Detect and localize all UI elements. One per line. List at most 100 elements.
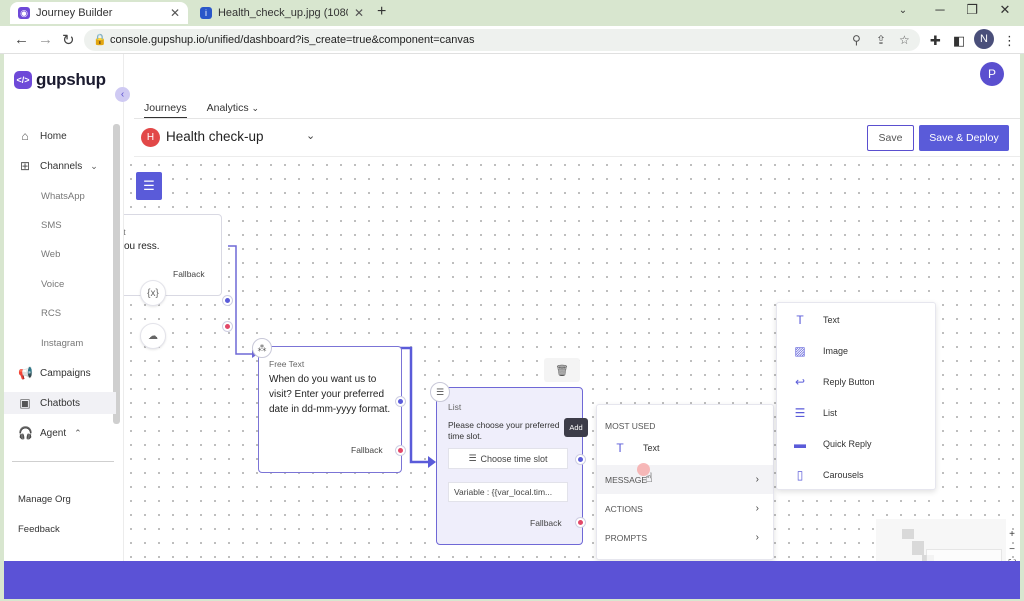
address-bar[interactable]: 🔒 console.gupshup.io/unified/dashboard?i…: [84, 29, 920, 51]
journey-badge: H: [141, 128, 160, 147]
cloud-upload-icon[interactable]: ☁: [140, 323, 166, 349]
choose-time-slot-button[interactable]: ☰ Choose time slot: [448, 448, 568, 469]
sidebar-item-web[interactable]: Web: [41, 249, 61, 260]
chevron-down-icon: ⌄: [90, 160, 98, 171]
sidebar-item-home[interactable]: ⌂ Home: [4, 125, 116, 147]
journey-title[interactable]: Health check-up: [166, 129, 264, 144]
megaphone-icon: 📢: [18, 366, 33, 380]
zoom-icon[interactable]: ⚲: [852, 33, 861, 47]
tab-health-checkup-image[interactable]: i Health_check_up.jpg (1080×1080 ✕: [192, 2, 372, 24]
list-node[interactable]: List Please choose your preferred time s…: [436, 387, 583, 545]
sidebar-item-instagram[interactable]: Instagram: [41, 338, 84, 349]
submenu-item-reply-button[interactable]: ↩Reply Button: [791, 375, 875, 389]
browser-profile-avatar[interactable]: N: [974, 29, 994, 49]
manage-org-link[interactable]: Manage Org: [18, 494, 71, 505]
text-type-icon: T: [616, 441, 624, 455]
connector-1: [228, 245, 252, 355]
share-icon[interactable]: ⇪: [876, 33, 887, 47]
submenu-item-image[interactable]: ▨Image: [791, 344, 848, 358]
tab-analytics[interactable]: Analytics ⌄: [206, 102, 260, 114]
tab-title: Health_check_up.jpg (1080×1080: [217, 7, 348, 19]
variable-icon[interactable]: {x}: [140, 280, 166, 306]
user-avatar[interactable]: P: [980, 62, 1004, 86]
menu-row-message[interactable]: MESSAGE ›: [597, 465, 773, 494]
output-handle[interactable]: [396, 397, 405, 406]
fallback-handle[interactable]: [396, 446, 405, 455]
add-step-menu: MOST USED T Text MESSAGE › ACTIONS › PRO…: [596, 404, 774, 560]
menu-row-prompts[interactable]: PROMPTS ›: [605, 532, 759, 543]
save-deploy-button[interactable]: Save & Deploy: [919, 125, 1009, 151]
restore-icon[interactable]: ❐: [966, 2, 978, 17]
output-handle[interactable]: [223, 296, 232, 305]
collapse-sidebar-button[interactable]: ‹: [115, 87, 130, 102]
bookmark-star-icon[interactable]: ☆: [899, 33, 910, 47]
minimap[interactable]: [876, 519, 1006, 561]
zoom-in-button[interactable]: +: [1009, 529, 1015, 540]
journey-dropdown-icon[interactable]: ⌄: [306, 130, 316, 142]
sidebar-item-rcs[interactable]: RCS: [41, 308, 62, 319]
save-button[interactable]: Save: [867, 125, 914, 151]
headset-icon: 🎧: [18, 426, 33, 440]
sidebar-item-whatsapp[interactable]: WhatsApp: [41, 191, 85, 202]
fit-view-icon[interactable]: ⛶: [1009, 559, 1016, 561]
add-list-icon: ☰: [143, 178, 155, 193]
extensions-icon[interactable]: ✚: [930, 33, 941, 48]
list-icon: ☰: [794, 406, 806, 420]
minimap-node: [902, 529, 914, 539]
submenu-item-carousels[interactable]: ▯Carousels: [791, 468, 864, 482]
tab-strip: ◉ Journey Builder ✕ i Health_check_up.jp…: [0, 0, 1024, 26]
variable-field[interactable]: Variable : {{var_local.tim...: [448, 482, 568, 502]
menu-item-text[interactable]: T Text: [611, 441, 659, 455]
minimize-icon[interactable]: ─: [935, 2, 945, 17]
minimap-viewport[interactable]: [926, 549, 1002, 561]
sidebar-item-campaigns[interactable]: 📢 Campaigns: [18, 366, 91, 380]
close-tab-icon[interactable]: ✕: [169, 6, 180, 20]
free-text-icon: ⁂: [252, 338, 272, 358]
quick-reply-icon: ▬: [794, 437, 806, 451]
submenu-item-list[interactable]: ☰List: [791, 406, 837, 420]
feedback-link[interactable]: Feedback: [18, 524, 60, 535]
zoom-controls: + − ⛶ 🔒: [1004, 529, 1020, 561]
sidebar-item-voice[interactable]: Voice: [41, 279, 65, 290]
add-node-button[interactable]: ☰: [136, 172, 162, 200]
free-text-node[interactable]: Free Text When do you want us to visit? …: [258, 346, 402, 473]
list-icon: ☰: [468, 453, 477, 463]
tab-journeys[interactable]: Journeys: [144, 102, 187, 119]
message-node[interactable]: xt you ress. Fallback: [124, 214, 222, 296]
hand-cursor-icon: ☝: [645, 470, 653, 485]
bottom-bar: [4, 561, 1020, 599]
tab-journey-builder[interactable]: ◉ Journey Builder ✕: [10, 2, 188, 24]
gupshup-logo[interactable]: </> gupshup: [14, 70, 106, 90]
side-panel-icon[interactable]: ◧: [953, 33, 966, 48]
tab-search-icon[interactable]: ⌄: [898, 5, 908, 16]
close-tab-icon[interactable]: ✕: [353, 6, 364, 20]
fallback-handle[interactable]: [223, 322, 232, 331]
submenu-item-quick-reply[interactable]: ▬Quick Reply: [791, 437, 872, 451]
new-tab-button[interactable]: +: [377, 3, 387, 20]
carousel-icon: ▯: [796, 468, 804, 482]
output-handle[interactable]: [576, 455, 585, 464]
add-tooltip: Add: [564, 418, 588, 437]
fallback-handle[interactable]: [576, 518, 585, 527]
journey-canvas[interactable]: ☰ xt you ress. Fallback {x} ☁ Free Text: [124, 158, 1020, 561]
reload-icon[interactable]: ↻: [62, 32, 75, 49]
sidebar-item-chatbots[interactable]: ▣ Chatbots: [4, 392, 116, 414]
topnav-divider: [134, 118, 1020, 119]
sidebar-item-channels[interactable]: ⊞ Channels ⌄: [19, 159, 98, 173]
zoom-out-button[interactable]: −: [1009, 544, 1015, 555]
delete-node-button[interactable]: 🗑: [544, 358, 580, 382]
menu-row-actions[interactable]: ACTIONS ›: [605, 503, 759, 514]
chevron-up-icon: ⌃: [74, 427, 82, 438]
gupshup-logo-icon: </>: [14, 71, 32, 89]
sidebar-item-agent[interactable]: 🎧 Agent ⌃: [18, 426, 82, 440]
forward-icon[interactable]: →: [38, 31, 53, 48]
back-icon[interactable]: ←: [14, 31, 29, 48]
chevron-right-icon: ›: [755, 474, 759, 485]
browser-menu-icon[interactable]: ⋮: [1003, 33, 1016, 48]
sidebar-scrollbar[interactable]: [113, 124, 120, 424]
sidebar-item-sms[interactable]: SMS: [41, 220, 62, 231]
close-window-icon[interactable]: ✕: [999, 2, 1011, 17]
